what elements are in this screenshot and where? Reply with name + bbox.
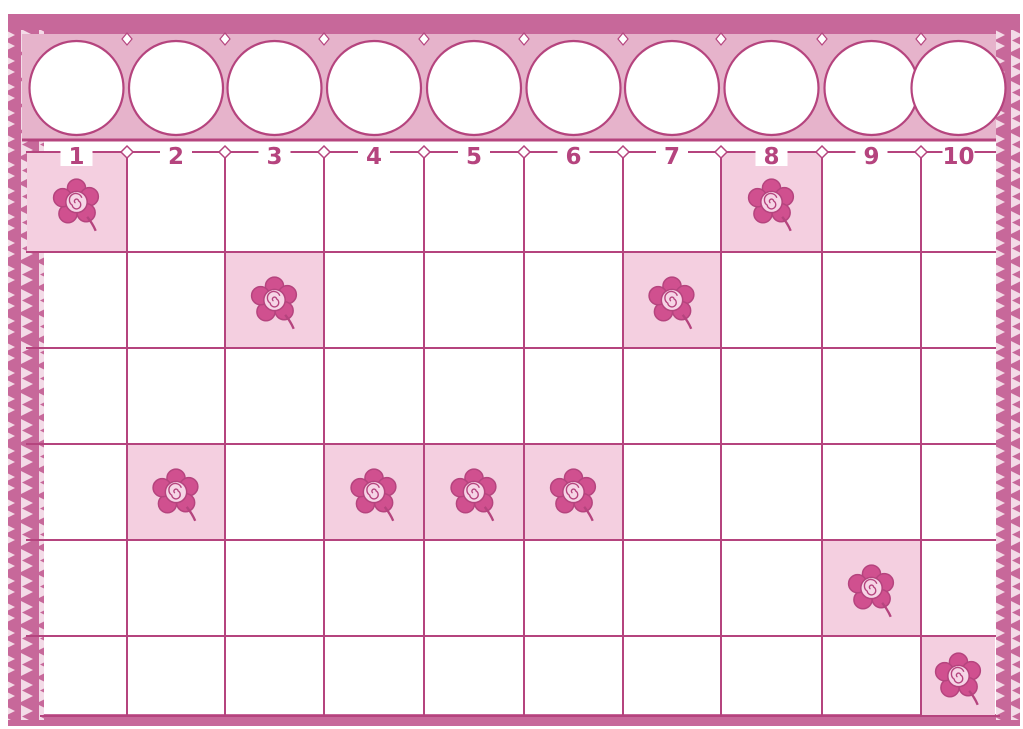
circle-slot-4[interactable] <box>327 41 421 135</box>
column-label-10: 10 <box>942 144 974 170</box>
column-label-5: 5 <box>466 144 482 170</box>
circle-slot-7[interactable] <box>625 41 719 135</box>
circle-slot-9[interactable] <box>825 41 919 135</box>
circle-slot-2[interactable] <box>129 41 223 135</box>
right-chevron-border <box>996 30 1020 720</box>
circle-slot-5[interactable] <box>427 41 521 135</box>
column-label-3: 3 <box>266 144 282 170</box>
circle-slot-8[interactable] <box>725 41 819 135</box>
circle-slot-10[interactable] <box>912 41 1006 135</box>
column-label-7: 7 <box>664 144 680 170</box>
column-label-4: 4 <box>366 144 382 170</box>
top-border <box>8 14 1020 34</box>
column-label-2: 2 <box>168 144 184 170</box>
circle-slot-1[interactable] <box>30 41 124 135</box>
column-label-8: 8 <box>763 144 779 170</box>
circle-slot-6[interactable] <box>527 41 621 135</box>
column-label-6: 6 <box>565 144 581 170</box>
column-label-9: 9 <box>863 144 879 170</box>
circle-slot-3[interactable] <box>228 41 322 135</box>
column-label-1: 1 <box>68 144 84 170</box>
